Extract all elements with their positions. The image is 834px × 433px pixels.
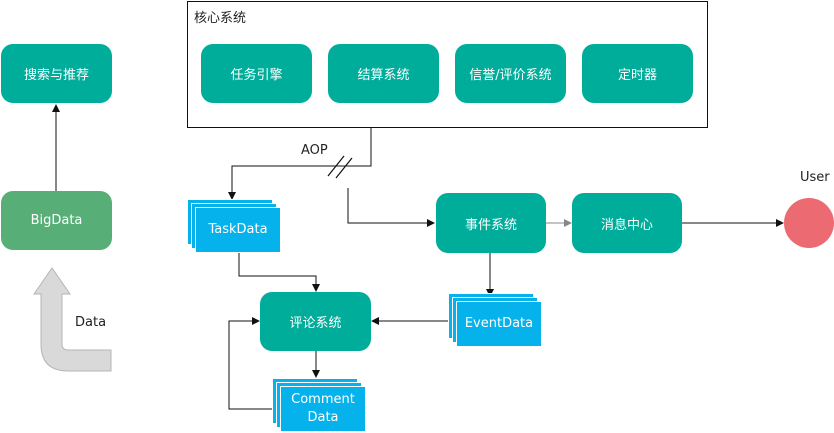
user-label: User [800,170,830,185]
commentdata-sheet-front [280,386,366,432]
u-turn-arrow-icon [33,267,112,372]
node-search-recommend[interactable]: 搜索与推荐 [1,44,112,103]
module-task-engine[interactable]: 任务引擎 [201,44,312,103]
node-event-system[interactable]: 事件系统 [436,193,546,253]
module-settlement[interactable]: 结算系统 [328,44,439,103]
aop-slash-2 [335,157,353,179]
arrow-aop-to-event [347,188,435,227]
node-message-center[interactable]: 消息中心 [572,193,682,253]
node-comment-system[interactable]: 评论系统 [260,292,371,351]
user-circle [784,198,834,248]
commentdata-label-line2: Data [307,410,339,425]
arrow-taskdata-to-comment [238,252,320,292]
aop-label: AOP [301,143,328,158]
eventdata-label: EventData [464,316,534,331]
arrow-commentdata-loop [228,317,274,410]
taskdata-label: TaskData [208,222,268,237]
taskdata-sheet-front [195,207,281,253]
module-reputation[interactable]: 信誉/评价系统 [455,44,566,103]
core-system-title: 核心系统 [194,11,247,26]
aop-slash-1 [327,155,345,177]
arrow-core-to-taskdata [228,128,372,200]
commentdata-label: Comment Data [280,386,366,432]
commentdata-label-line1: Comment [291,392,355,407]
eventdata-sheet-front [456,301,542,347]
data-label: Data [75,315,107,330]
node-bigdata[interactable]: BigData [1,191,112,250]
module-timer[interactable]: 定时器 [582,44,693,103]
